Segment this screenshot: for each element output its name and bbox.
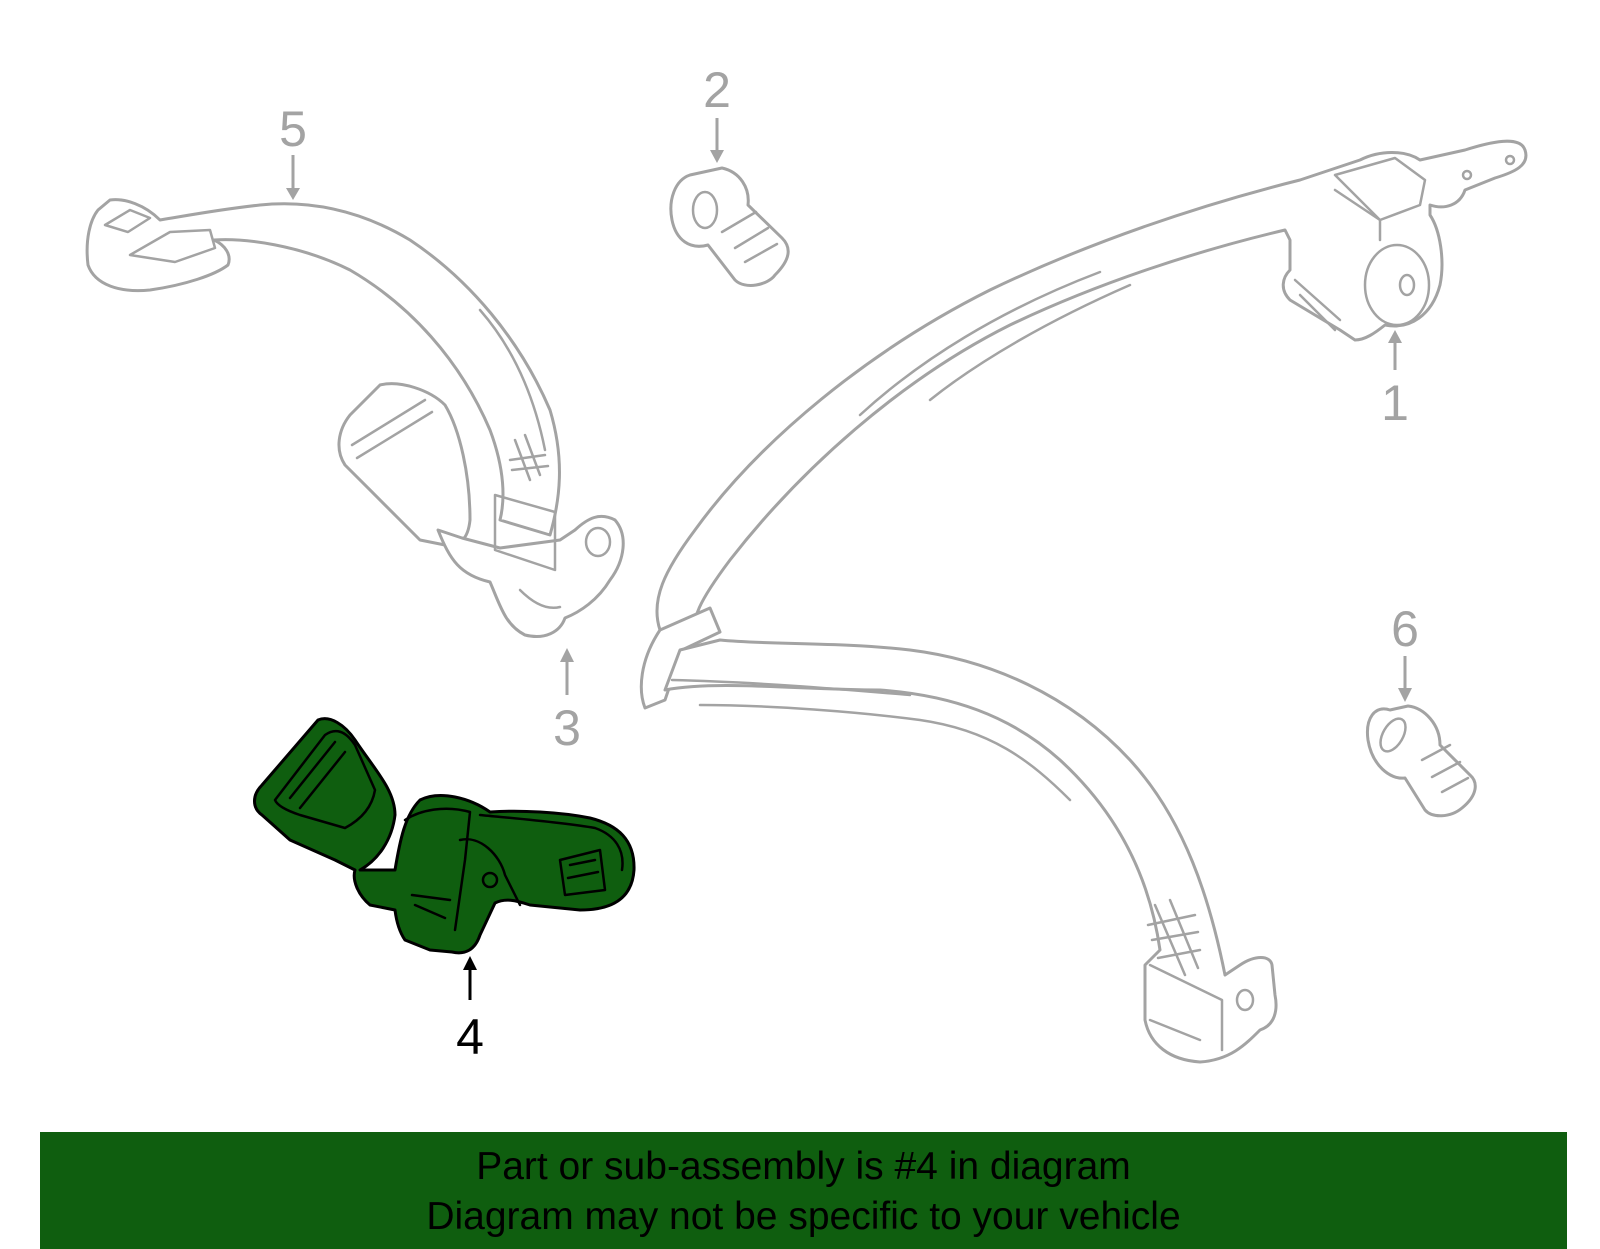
callout-6: 6 bbox=[1391, 601, 1419, 702]
part-2-bolt[interactable] bbox=[669, 166, 790, 287]
svg-text:4: 4 bbox=[456, 1009, 484, 1065]
callout-1: 1 bbox=[1381, 330, 1409, 431]
svg-text:5: 5 bbox=[279, 101, 307, 157]
svg-text:3: 3 bbox=[553, 700, 581, 756]
svg-text:2: 2 bbox=[703, 62, 731, 118]
callout-5: 5 bbox=[279, 101, 307, 200]
callout-3: 3 bbox=[553, 648, 581, 756]
callout-2: 2 bbox=[703, 62, 731, 163]
part-5-belt-assembly[interactable] bbox=[85, 198, 625, 638]
banner-line-disclaimer: Diagram may not be specific to your vehi… bbox=[426, 1195, 1181, 1238]
svg-text:6: 6 bbox=[1391, 601, 1419, 657]
parts-diagram: 5 2 1 3 6 4 bbox=[85, 62, 1528, 1065]
svg-text:1: 1 bbox=[1381, 375, 1409, 431]
part-4-buckle-assembly[interactable] bbox=[253, 717, 636, 955]
callout-4: 4 bbox=[456, 956, 484, 1065]
info-banner: Part or sub-assembly is #4 in diagram Di… bbox=[40, 1132, 1567, 1249]
part-6-bolt[interactable] bbox=[1365, 704, 1477, 818]
part-1-belt-retractor[interactable] bbox=[639, 139, 1528, 1064]
banner-line-part: Part or sub-assembly is #4 in diagram bbox=[476, 1145, 1131, 1188]
